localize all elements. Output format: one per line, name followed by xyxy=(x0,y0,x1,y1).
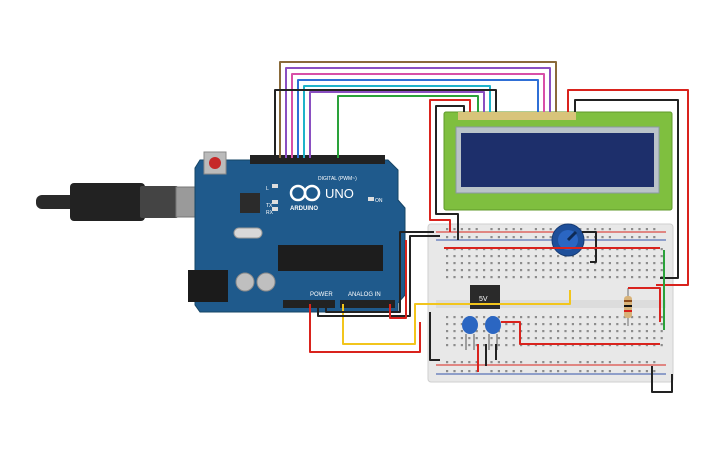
wire-red-lcd-vcc[interactable] xyxy=(429,99,471,232)
wire-red-resistor[interactable] xyxy=(628,287,661,322)
lcd-16x2-module[interactable] xyxy=(443,111,673,211)
l-led xyxy=(272,184,278,188)
reset-button-icon xyxy=(209,157,221,169)
on-led-label: ON xyxy=(375,198,383,204)
wire-purple-d7[interactable] xyxy=(309,91,485,158)
crystal-oscillator xyxy=(233,227,263,239)
wire-black-gnd-2[interactable] xyxy=(325,231,434,313)
wire-black-rail-right[interactable] xyxy=(651,366,673,393)
wire-black-gnd[interactable] xyxy=(317,235,440,317)
wire-black-lcd-gnd[interactable] xyxy=(435,105,465,240)
arduino-logo-icon xyxy=(289,184,321,202)
capacitor-1 xyxy=(235,272,255,292)
lcd-screen xyxy=(461,133,654,187)
tx-led-label: TX xyxy=(266,203,273,209)
digital-pwm-label: DIGITAL (PWM~) xyxy=(318,176,357,182)
regulator-label: 5V xyxy=(479,296,488,303)
l-led-label: L xyxy=(266,186,269,192)
wire-purple-d11[interactable] xyxy=(285,67,551,158)
wire-red-lcd-a[interactable] xyxy=(567,89,689,286)
potentiometer[interactable] xyxy=(551,223,585,257)
wire-brown-d12[interactable] xyxy=(279,61,557,158)
analog-pin-header[interactable] xyxy=(340,300,395,308)
capacitor-2 xyxy=(256,272,276,292)
tx-led xyxy=(272,200,278,204)
wire-black-lcd-k[interactable] xyxy=(574,99,679,279)
wire-red-cap[interactable] xyxy=(501,321,660,345)
wire-pink-d10[interactable] xyxy=(291,73,545,158)
voltage-regulator[interactable]: 5V xyxy=(470,285,500,309)
wire-red-5v[interactable] xyxy=(309,304,421,353)
usb-interface-chip xyxy=(240,193,260,213)
ceramic-capacitor-1[interactable] xyxy=(462,316,478,350)
usb-cable[interactable] xyxy=(36,183,207,221)
lcd-pin-header[interactable] xyxy=(458,112,576,120)
board-model-label: UNO xyxy=(325,186,354,201)
analog-header-label: ANALOG IN xyxy=(348,292,381,298)
digital-pin-header[interactable] xyxy=(250,155,385,164)
wire-blue-d9[interactable] xyxy=(297,79,539,158)
wire-yellow-a0[interactable] xyxy=(342,290,571,345)
wire-cyan-d8[interactable] xyxy=(303,85,491,158)
power-jack[interactable] xyxy=(188,270,228,302)
wire-green-d4[interactable] xyxy=(337,95,479,158)
rx-led-label: RX xyxy=(266,210,274,216)
wire-black-reg-gnd[interactable] xyxy=(429,312,440,361)
resistor[interactable] xyxy=(624,288,632,326)
wire-black-gnd-top[interactable] xyxy=(274,89,497,158)
arduino-uno-board[interactable]: UNO ARDUINO DIGITAL (PWM~) ON TX RX L PO… xyxy=(188,151,406,313)
power-header-label: POWER xyxy=(310,292,333,298)
rx-led xyxy=(272,207,278,211)
wires-layer xyxy=(274,61,689,393)
atmega-chip xyxy=(278,245,383,271)
power-led xyxy=(368,197,374,201)
arduino-logo-text: ARDUINO xyxy=(290,206,318,212)
wire-red-5v-rail[interactable] xyxy=(389,240,407,319)
breadboard-holes xyxy=(446,228,663,373)
